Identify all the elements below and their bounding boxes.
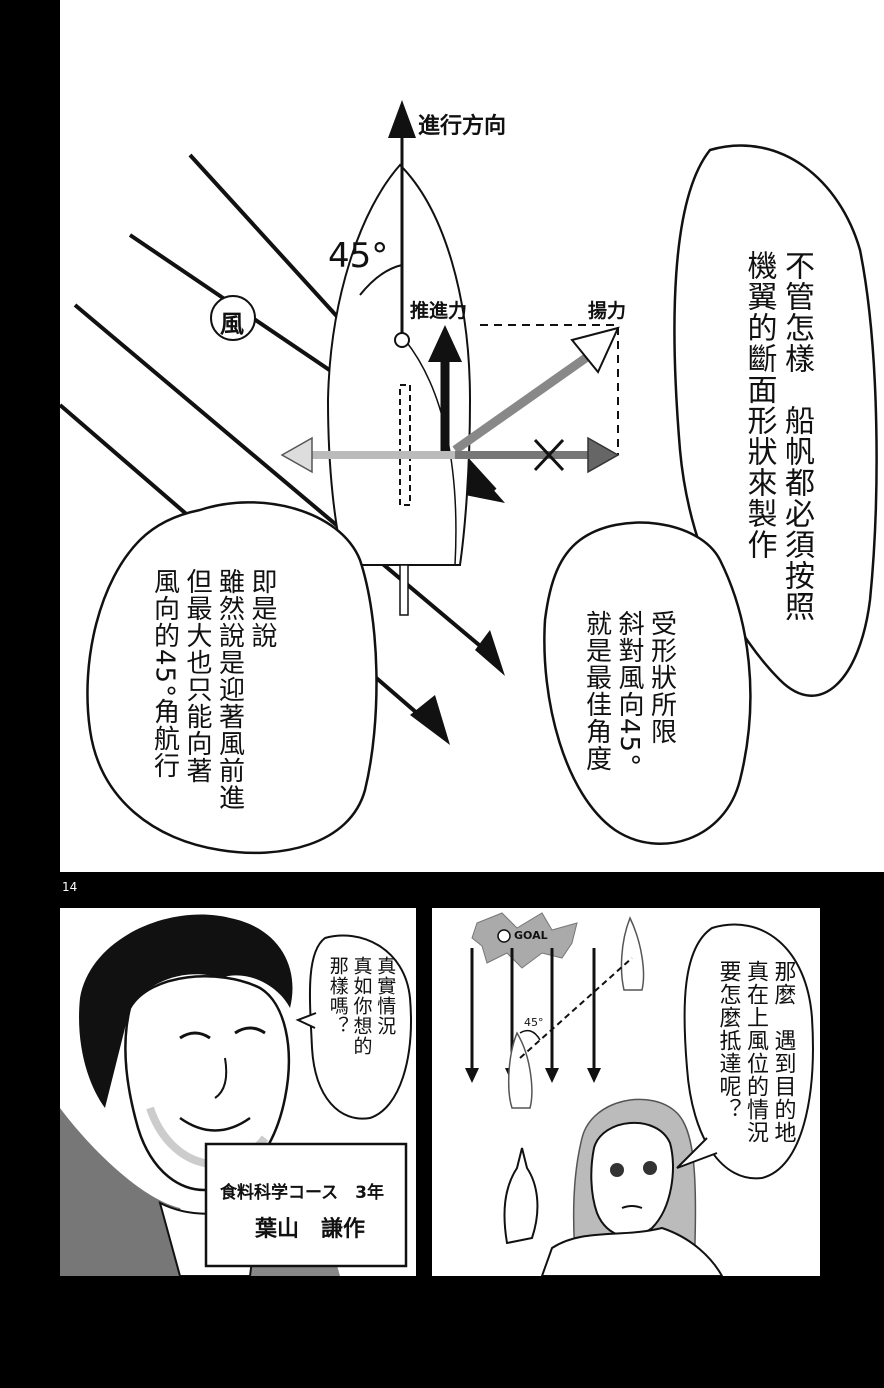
angle-arc [359,264,403,296]
bubble-upwind: 那麼 遇到目的地 真在上風位的情況 要怎麼抵達呢？ [715,960,796,1144]
mouth [179,1116,251,1132]
caption-box [204,1142,408,1268]
page-number: 14 [62,880,78,894]
thrust-label: 推進力 [410,300,468,322]
right-eye [234,1026,266,1035]
force-rectangle [480,324,619,455]
caption-course: 食料科学コース 3年 [220,1183,384,1203]
hair [79,914,293,1108]
character-panel-right: GOAL 45° 那麼 遇到目的地 真在上風位的情況 要怎麼抵達呢？ [432,908,820,1276]
down-arrowhead-3 [545,1068,559,1083]
bubble-limited-shape [543,521,752,845]
lift-label: 揚力 [588,300,627,322]
side-force-left-head [280,436,313,474]
mini-angle-label: 45° [524,1016,544,1029]
mini-boat-top [620,916,645,991]
mini-angle-arc [519,1029,541,1041]
girl-left-eye [610,1163,624,1177]
rudder [399,564,409,616]
diagram-panel: 進行方向 45° 風 推進力 揚力 不管怎樣 船帆都必須按照 機翼的斷面形狀來製… [60,0,884,872]
sail-force-diagram [60,100,878,855]
girl-jacket [540,1226,724,1276]
nose [214,1057,228,1099]
caption-name: 葉山 謙作 [255,1217,366,1242]
goal-label: GOAL [514,929,548,942]
goal-circle-icon [497,929,511,943]
girl-face [590,1121,674,1238]
bubble-upwind-tail [676,1137,718,1169]
direction-label: 進行方向 [418,114,507,139]
character-panel-left: 真實情況 真如你想的 那樣嗎？ 食料科学コース 3年 葉山 謙作 [60,908,416,1276]
down-arrowhead-1 [465,1068,479,1083]
hayama-figure [60,914,412,1276]
upwind-mini-diagram [465,912,814,1276]
girl-right-eye [643,1161,657,1175]
bubble-sail-shape: 不管怎樣 船帆都必須按照 機翼的斷面形狀來製作 [741,250,815,622]
course-dashed-line [519,957,633,1059]
wind-arrowhead-3 [410,695,450,745]
angle-label: 45° [328,236,389,276]
bubble-really: 真實情況 真如你想的 那樣嗎？ [326,956,397,1056]
boat-hull [326,163,472,566]
bubble-really-shape [308,934,412,1120]
bubble-limited: 受形狀所限 斜對風向45° 就是最佳角度 [581,610,677,772]
lift-arrow [452,351,593,454]
girl-mouth [621,1205,643,1209]
down-arrowhead-4 [587,1068,601,1083]
thrust-arrowhead [428,325,462,362]
heading-arrowhead [388,100,416,138]
cancel-x-icon [533,438,565,472]
bubble-sail-shape-shape [673,144,878,697]
mini-boat-bottom [507,1031,533,1109]
wind-label: 風 [220,310,244,338]
left-eye [179,1031,211,1040]
keel-mark [399,384,411,506]
girl-hand [503,1147,539,1245]
wind-label-circle [210,295,256,341]
lift-arrowhead [570,326,620,374]
bubble-really-tail [295,1012,317,1029]
bubble-upwind-shape [683,923,814,1180]
side-force-right-head [587,436,620,474]
bubble-meaning: 即是說 雖然說是迎著風前進 但最大也只能向著 風向的45°角航行 [149,568,278,811]
bubble-meaning-shape [86,501,378,855]
wind-down-arrows [470,948,596,1073]
pivot-point [394,332,410,348]
wind-arrowhead-2 [475,630,505,676]
